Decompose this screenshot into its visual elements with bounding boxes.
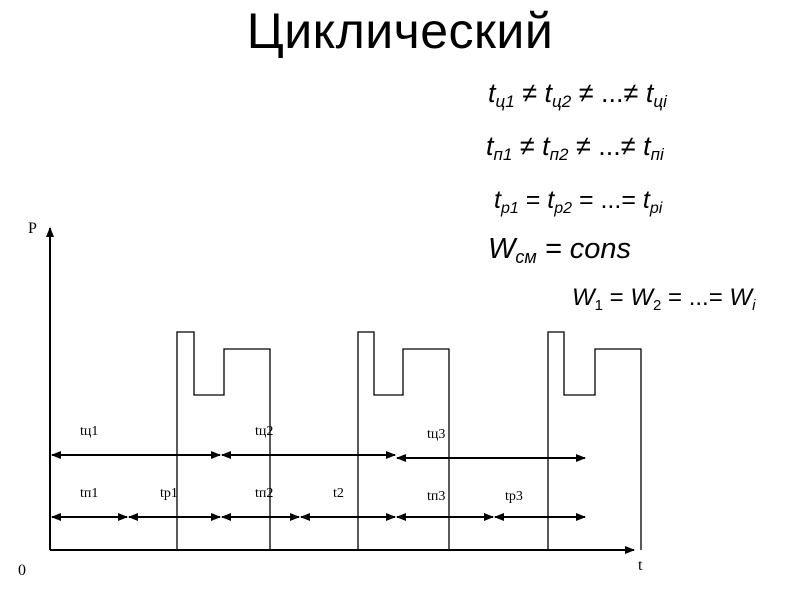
load-waveform: [176, 331, 642, 550]
page-title: Циклический: [246, 3, 554, 59]
phase-label-1: tп1: [80, 486, 98, 501]
phase-label-3: tп2: [255, 486, 273, 501]
formula-energy-equal: W1 = W2 = ...= Wi: [572, 284, 756, 314]
formula-group: tц1 ≠ tц2 ≠ ...≠ tцi tп1 ≠ tп2 ≠ ...≠ tп…: [486, 78, 756, 314]
cycle-label-1: tц1: [80, 424, 98, 439]
load-pulse-3: [547, 331, 642, 550]
cycle-arrows: [51, 451, 586, 462]
y-axis-label: P: [28, 220, 37, 237]
phase-label-4: t2: [333, 486, 344, 501]
load-pulse-1: [176, 331, 271, 550]
cycle-label-3: tц3: [427, 427, 445, 442]
x-axis-label: t: [638, 557, 643, 574]
phase-label-6: tр3: [505, 489, 523, 504]
load-pulse-2: [357, 331, 450, 550]
formula-shift-energy: Wсм = cons: [488, 233, 631, 267]
formula-pause-times: tп1 ≠ tп2 ≠ ...≠ tпi: [486, 131, 665, 164]
formula-cycle-times: tц1 ≠ tц2 ≠ ...≠ tцi: [488, 78, 668, 111]
cycle-label-2: tц2: [255, 424, 273, 439]
phase-label-5: tп3: [427, 489, 445, 504]
origin-label: 0: [18, 562, 26, 579]
formula-work-times: tр1 = tр2 = ...= tрi: [494, 186, 663, 217]
phase-label-2: tр1: [160, 486, 178, 501]
